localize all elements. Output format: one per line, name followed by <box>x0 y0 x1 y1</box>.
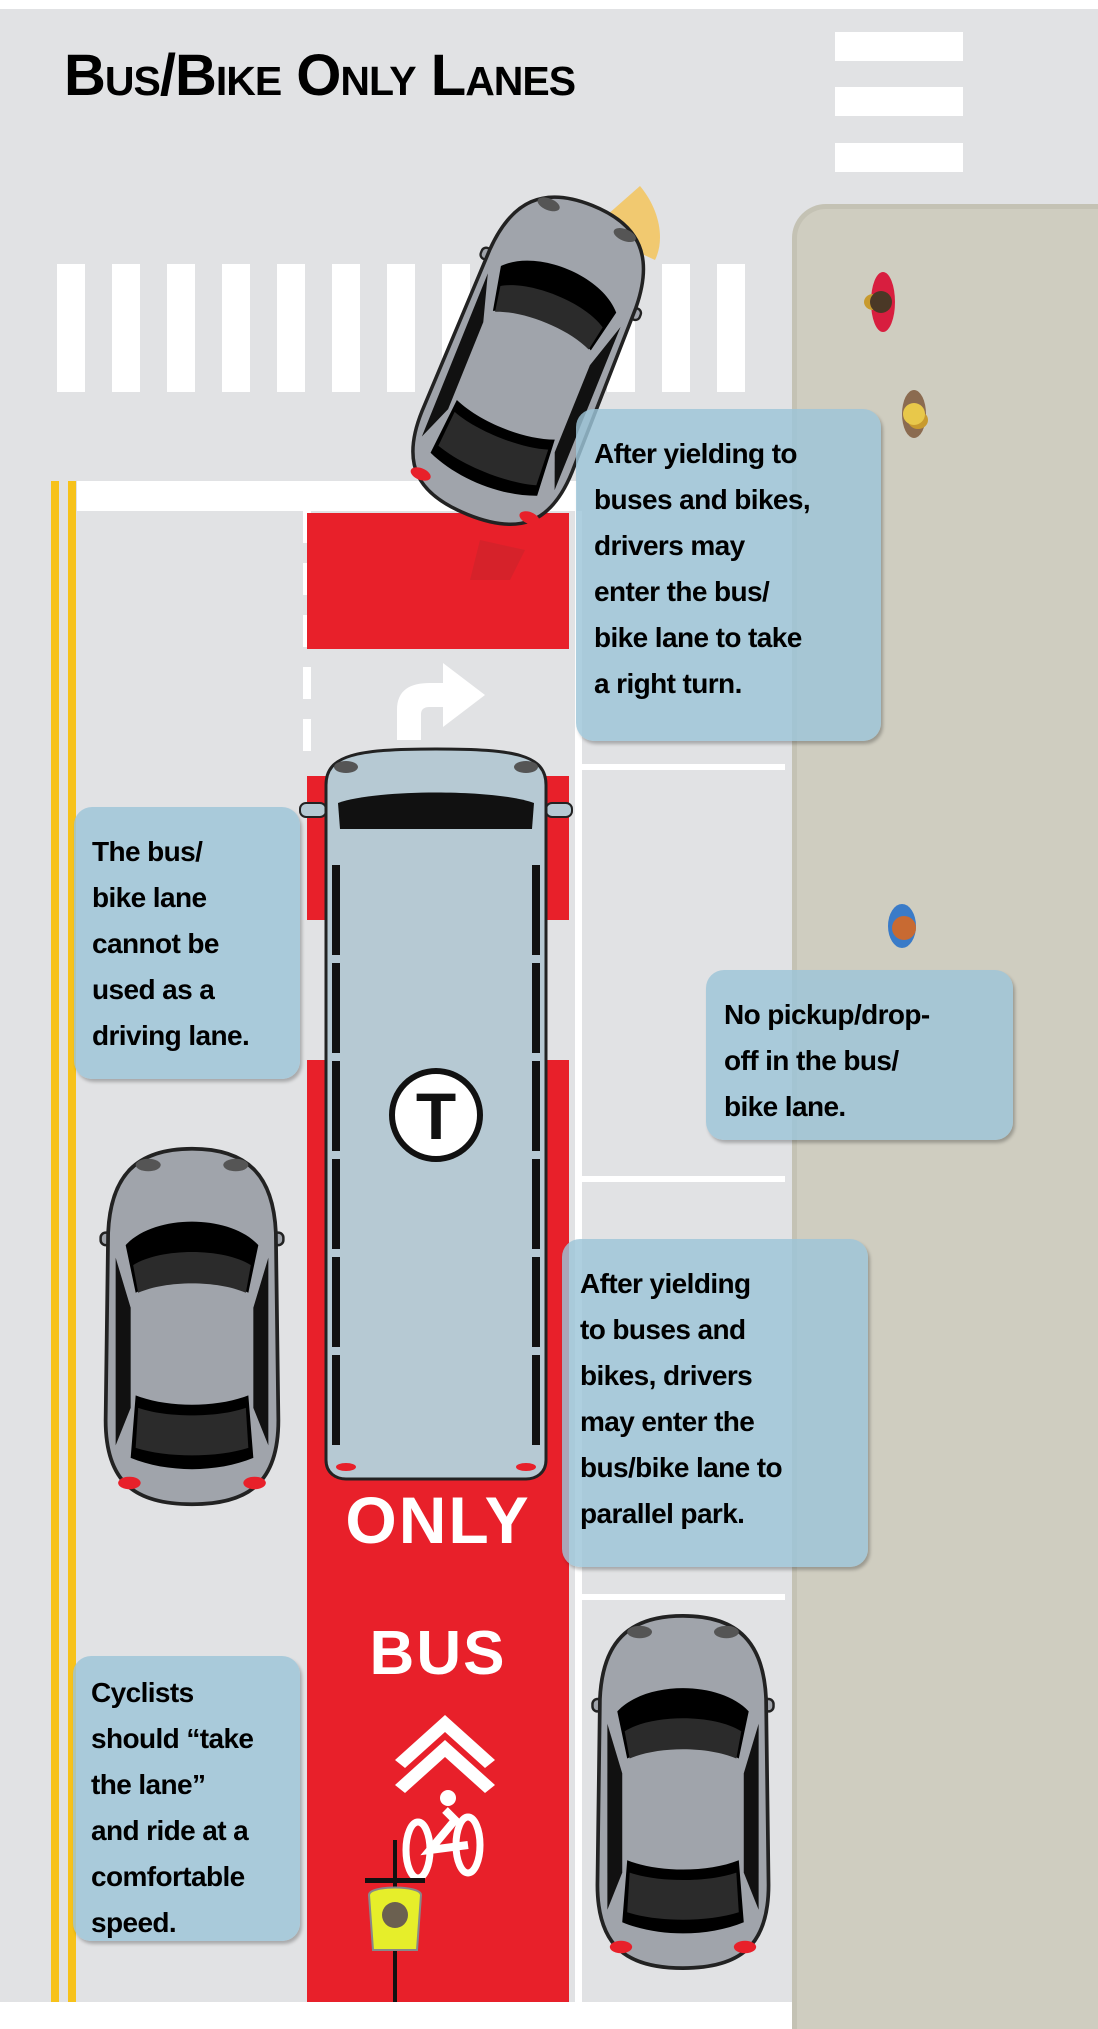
pedestrian <box>902 390 928 438</box>
pavement-marking-only: ONLY <box>345 1483 531 1557</box>
pedestrian <box>864 272 895 332</box>
crosswalk-stripe <box>387 264 415 392</box>
pedestrian <box>888 904 916 948</box>
callout-line: enter the bus/ <box>594 576 770 607</box>
callout-line: Cyclists <box>91 1677 194 1708</box>
crosswalk-stripe <box>662 264 690 392</box>
center-line-yellow <box>51 481 59 2002</box>
callout-pickup: No pickup/drop- off in the bus/ bike lan… <box>706 970 1013 1140</box>
callout-cyclists: Cyclists should “take the lane” and ride… <box>73 1656 300 1941</box>
parking-line <box>582 1176 785 1182</box>
callout-driving-lane: The bus/ bike lane cannot be used as a d… <box>74 807 300 1079</box>
callout-line: bike lane to take <box>594 622 802 653</box>
crosswalk-stripe <box>835 143 963 172</box>
mbta-logo <box>389 1068 483 1162</box>
crosswalk-stripe <box>717 264 745 392</box>
crosswalk-stripe <box>112 264 140 392</box>
callout-line: After yielding <box>580 1268 751 1299</box>
page-title: Bus/Bike Only Lanes <box>64 43 576 108</box>
callout-line: bike lane. <box>724 1091 846 1122</box>
parked-car-left <box>98 1146 286 1507</box>
callout-line: should “take <box>91 1723 254 1754</box>
callout-line: parallel park. <box>580 1498 745 1529</box>
center-line-yellow <box>68 481 76 2002</box>
callout-line: speed. <box>91 1907 177 1938</box>
callout-line: the lane” <box>91 1769 206 1800</box>
parking-line <box>582 764 785 770</box>
parking-line <box>582 1594 785 1600</box>
cyclist <box>365 1840 425 2002</box>
callout-line: driving lane. <box>92 1020 250 1051</box>
callout-line: to buses and <box>580 1314 746 1345</box>
callout-right-turn: After yielding to buses and bikes, drive… <box>576 409 881 741</box>
crosswalk-stripe <box>57 264 85 392</box>
callout-line: bike lane <box>92 882 207 913</box>
crosswalk-stripe <box>277 264 305 392</box>
callout-line: No pickup/drop- <box>724 999 930 1030</box>
crosswalk-stripe <box>835 32 963 61</box>
right-turn-arrow-icon <box>397 663 485 740</box>
crosswalk-stripe <box>167 264 195 392</box>
callout-parallel-park: After yielding to buses and bikes, drive… <box>562 1239 868 1567</box>
bus: T <box>299 747 573 1481</box>
pavement-marking-bus: BUS <box>369 1619 507 1688</box>
callout-line: cannot be <box>92 928 219 959</box>
callout-line: buses and bikes, <box>594 484 811 515</box>
turning-car <box>386 171 674 580</box>
callout-line: drivers may <box>594 530 745 561</box>
crosswalk-stripe <box>332 264 360 392</box>
callout-line: and ride at a <box>91 1815 249 1846</box>
bus-lane-red-block <box>307 513 569 649</box>
callout-line: off in the bus/ <box>724 1045 899 1076</box>
bus-logo-letter: T <box>416 1079 456 1153</box>
callout-line: The bus/ <box>92 836 203 867</box>
parked-car-right <box>590 1614 776 1970</box>
callout-line: may enter the <box>580 1406 755 1437</box>
callout-line: comfortable <box>91 1861 245 1892</box>
callout-line: a right turn. <box>594 668 742 699</box>
callout-line: used as a <box>92 974 215 1005</box>
callout-line: After yielding to <box>594 438 798 469</box>
bike-sharrow-icon <box>395 1715 495 1882</box>
callout-line: bikes, drivers <box>580 1360 753 1391</box>
crosswalk-stripe <box>835 87 963 116</box>
crosswalk-stripe <box>222 264 250 392</box>
callout-line: bus/bike lane to <box>580 1452 783 1483</box>
